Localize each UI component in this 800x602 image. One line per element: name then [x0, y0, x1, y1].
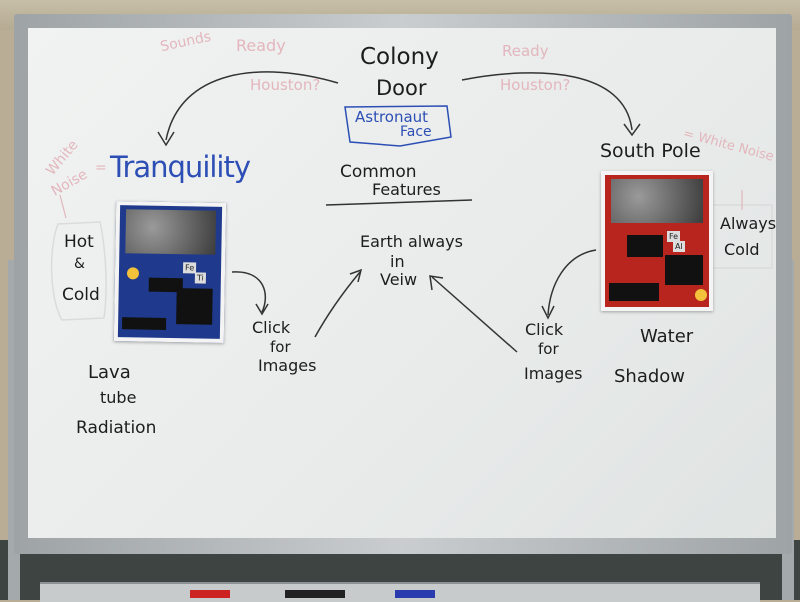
veiw-text: Veiw [380, 270, 418, 289]
moon-map-image [125, 209, 217, 255]
arrow-to-south-pole [461, 72, 633, 131]
cold-text-right: Cold [724, 240, 760, 259]
arrow-to-tranquility [165, 71, 339, 141]
shadow-text: Shadow [614, 366, 686, 387]
south-pole-poster[interactable]: Fe Al [601, 171, 713, 311]
common-text: Common [340, 162, 417, 182]
and-text: & [74, 256, 85, 272]
hot-cold-box [50, 221, 107, 321]
always-text: Always [720, 214, 777, 233]
click-text-right: Click [525, 320, 564, 339]
info-box [665, 255, 703, 285]
element-tile: Ti [194, 272, 206, 284]
faint-houston-left: Houston? [250, 76, 321, 94]
for-text-right: for [538, 340, 559, 358]
tranquility-title: Tranquility [110, 150, 251, 184]
faint-ready-right: Ready [502, 42, 549, 60]
images-text-left: Images [258, 356, 317, 375]
colony-text: Colony [360, 44, 439, 70]
face-text: Face [400, 124, 432, 140]
element-tile: Fe [667, 231, 681, 242]
earth-always-text: Earth always [360, 232, 463, 251]
underline [325, 199, 473, 206]
marker [190, 590, 230, 598]
faint-houston-right: Houston? [500, 76, 571, 94]
for-text-left: for [270, 338, 291, 356]
tube-text: tube [100, 388, 137, 407]
in-text: in [390, 252, 405, 271]
astronaut-face-box [344, 105, 452, 147]
cold-text: Cold [62, 285, 100, 305]
info-box [627, 235, 663, 257]
info-box [609, 283, 659, 301]
tranquility-poster[interactable]: Fe Ti [113, 201, 227, 343]
marker [395, 590, 435, 598]
faint-equals: = [95, 160, 107, 176]
astronaut-text: Astronaut [355, 108, 429, 126]
element-tile: Al [673, 241, 685, 252]
south-pole-title: South Pole [600, 140, 701, 162]
hot-text: Hot [64, 232, 94, 252]
sun-icon [695, 289, 707, 301]
info-box [176, 288, 213, 325]
images-text-right: Images [524, 364, 583, 383]
faint-ready-left: Ready [236, 36, 286, 55]
radiation-text: Radiation [76, 418, 157, 438]
moon-map-image [611, 179, 703, 223]
eraser [285, 590, 345, 598]
features-text: Features [372, 180, 441, 199]
click-text-left: Click [252, 318, 291, 337]
info-box [121, 317, 167, 330]
door-text: Door [376, 76, 427, 100]
sun-icon [126, 267, 140, 280]
lava-text: Lava [88, 362, 131, 383]
water-text: Water [640, 326, 694, 347]
